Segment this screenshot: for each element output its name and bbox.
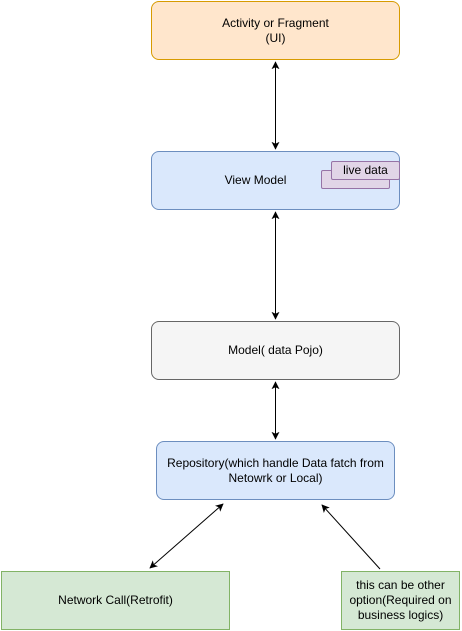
edge-other-repository bbox=[321, 504, 381, 570]
node-live-data: live data bbox=[331, 161, 400, 180]
node-view-model-label: View Model bbox=[224, 173, 287, 187]
node-activity-or-fragment: Activity or Fragment (UI) bbox=[151, 1, 400, 60]
node-model-data-pojo: Model( data Pojo) bbox=[151, 321, 400, 380]
node-other-option: this can be other option(Required on bus… bbox=[341, 571, 460, 630]
edge-repository-network bbox=[149, 503, 224, 569]
node-repository: Repository(which handle Data fatch from … bbox=[156, 441, 395, 500]
node-network-call: Network Call(Retrofit) bbox=[1, 571, 230, 630]
